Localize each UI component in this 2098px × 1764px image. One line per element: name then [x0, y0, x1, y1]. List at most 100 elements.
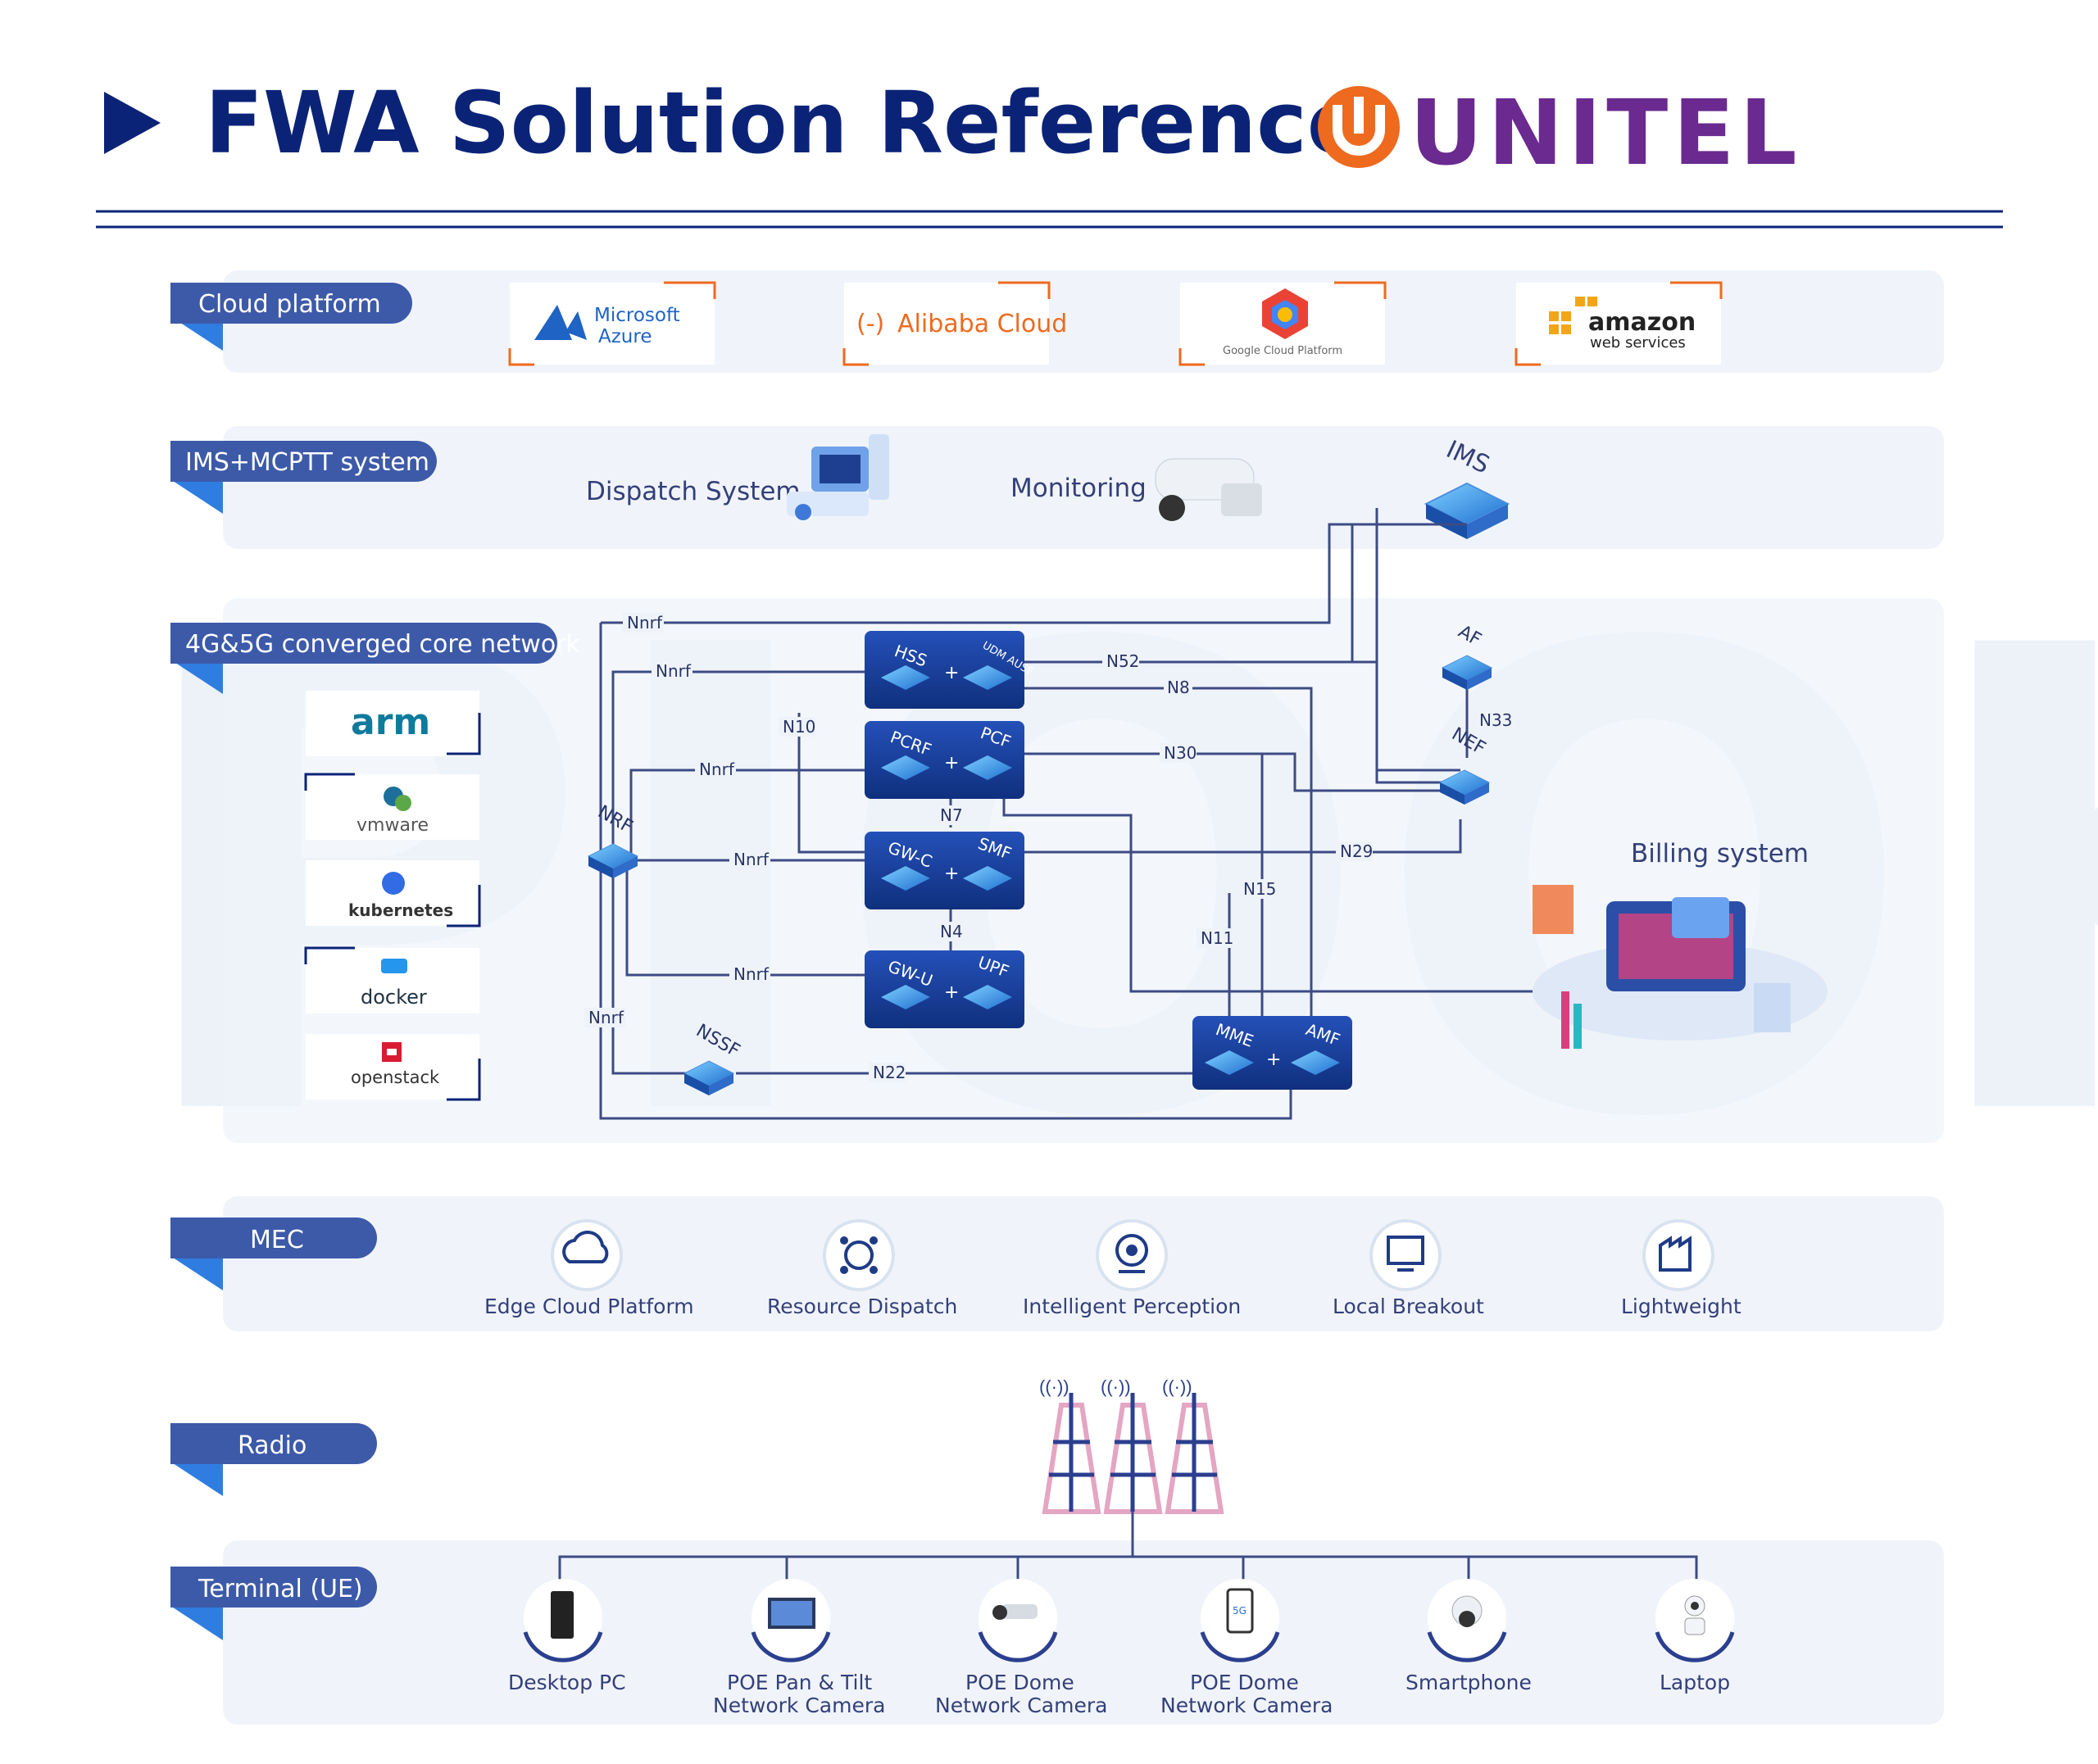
tab-terminal: Terminal (UE) — [170, 1567, 377, 1640]
terminal-smartphone: Smartphone — [1405, 1579, 1532, 1694]
mec-resource-dispatch: Resource Dispatch — [767, 1219, 957, 1318]
terminal-dome-camera-2: 5G POE Dome Network Camera — [1160, 1579, 1333, 1717]
svg-text:Smartphone: Smartphone — [1405, 1671, 1532, 1694]
openstack-logo: openstack — [306, 1034, 481, 1101]
hss-udm-box: HSS UDM AUSF + — [865, 631, 1035, 709]
svg-text:amazon: amazon — [1588, 308, 1696, 337]
nrf-node: NRF — [587, 802, 639, 878]
virtualization-stack: arm vmware kubernetes docker openstack — [304, 691, 481, 1101]
interface-nnrf: Nnrf — [588, 1008, 624, 1027]
svg-text:Laptop: Laptop — [1660, 1671, 1730, 1694]
svg-text:POE Dome: POE Dome — [1190, 1671, 1299, 1694]
svg-text:vmware: vmware — [356, 815, 429, 836]
mec-local-breakout: Local Breakout — [1333, 1219, 1484, 1318]
tab-cloud-platform: Cloud platform — [170, 283, 412, 351]
svg-text:UNITEL: UNITEL — [1410, 80, 1802, 185]
svg-text:Network Camera: Network Camera — [713, 1694, 885, 1717]
cloud-card-azure: Microsoft Azure — [508, 281, 716, 366]
monitoring-label: Monitoring — [1010, 474, 1147, 503]
svg-text:Local Breakout: Local Breakout — [1333, 1295, 1484, 1318]
tab-radio: Radio — [170, 1423, 377, 1496]
terminal-dome-camera-1: POE Dome Network Camera — [935, 1579, 1107, 1717]
mec-edge-cloud-platform: Edge Cloud Platform — [484, 1219, 694, 1318]
svg-text:Cloud platform: Cloud platform — [198, 290, 381, 319]
interface-nnrf: Nnrf — [733, 964, 770, 984]
cloud-card-alibaba: (-) Alibaba Cloud — [842, 281, 1067, 366]
svg-text:Terminal (UE): Terminal (UE) — [198, 1575, 363, 1603]
terminals: Desktop PC POE Pan & Tilt Network Camera… — [508, 1579, 1735, 1717]
svg-text:Desktop PC: Desktop PC — [508, 1671, 626, 1694]
vmware-logo: vmware — [304, 773, 479, 840]
tab-mec: MEC — [170, 1218, 377, 1290]
page-title: FWA Solution Reference: — [205, 73, 1399, 173]
azure-logo — [534, 305, 572, 340]
svg-text:POE Dome: POE Dome — [965, 1671, 1074, 1694]
nssf-node: NSSF — [683, 1021, 743, 1095]
svg-text:+: + — [944, 864, 959, 884]
pcrf-pcf-box: PCRF PCF + — [865, 721, 1024, 799]
svg-text:4G&5G converged core network: 4G&5G converged core network — [185, 630, 581, 659]
interface-nnrf: Nnrf — [733, 850, 770, 869]
tab-ims-mcptt: IMS+MCPTT system — [170, 441, 437, 514]
arm-logo: arm — [306, 691, 481, 756]
svg-text:+: + — [1266, 1050, 1281, 1070]
cell-tower-icon: ((·)) — [1162, 1376, 1224, 1514]
dispatch-system-label: Dispatch System — [586, 477, 801, 506]
svg-text:Network Camera: Network Camera — [935, 1694, 1107, 1717]
aws-logo — [1549, 297, 1597, 334]
interface-n15: N15 — [1243, 879, 1276, 899]
terminal-laptop: Laptop — [1655, 1579, 1735, 1694]
tab-core-network: 4G&5G converged core network — [170, 623, 581, 694]
mec-lightweight: Lightweight — [1621, 1219, 1742, 1318]
terminal-desktop-pc: Desktop PC — [508, 1579, 626, 1694]
interface-nnrf: Nnrf — [656, 661, 692, 681]
interface-nnrf: Nnrf — [627, 613, 663, 633]
ims-panel — [223, 426, 1944, 549]
svg-text:IMS+MCPTT system: IMS+MCPTT system — [185, 448, 429, 477]
svg-text:5G: 5G — [1233, 1605, 1247, 1617]
gwu-upf-box: GW-U UPF + — [865, 950, 1024, 1028]
interface-labels: Nnrf Nnrf Nnrf Nnrf Nnrf Nnrf N10 N52 N8… — [584, 613, 1512, 1082]
billing-system-illustration — [1533, 885, 1828, 1049]
svg-text:MEC: MEC — [250, 1226, 304, 1254]
play-arrow-icon — [104, 92, 161, 154]
cell-tower-icon: ((·)) — [1101, 1376, 1163, 1514]
interface-n30: N30 — [1164, 743, 1197, 763]
cell-tower-icon: ((·)) — [1039, 1376, 1101, 1514]
kubernetes-logo: kubernetes — [306, 860, 481, 927]
cloud-card-gcp: Google Cloud Platform — [1178, 281, 1387, 366]
terminal-pan-tilt-camera: POE Pan & Tilt Network Camera — [713, 1579, 885, 1717]
ims-node — [1424, 482, 1510, 539]
cloud-card-aws: amazon web services — [1514, 281, 1723, 366]
svg-text:docker: docker — [361, 986, 427, 1009]
svg-text:Resource Dispatch: Resource Dispatch — [767, 1295, 957, 1318]
svg-text:Network Camera: Network Camera — [1160, 1694, 1333, 1717]
svg-text:+: + — [944, 663, 959, 683]
gwc-smf-box: GW-C SMF + — [865, 832, 1024, 909]
svg-text:((·)): ((·)) — [1101, 1376, 1131, 1397]
svg-text:Alibaba Cloud: Alibaba Cloud — [897, 310, 1067, 338]
billing-label: Billing system — [1631, 839, 1809, 868]
svg-text:Lightweight: Lightweight — [1621, 1295, 1742, 1318]
svg-text:Microsoft: Microsoft — [594, 305, 680, 326]
terminal-panel — [223, 1540, 1944, 1725]
core-panel — [223, 598, 1944, 1143]
interface-n11: N11 — [1201, 928, 1233, 948]
dispatch-system-icon — [787, 434, 889, 520]
svg-text:Google Cloud Platform: Google Cloud Platform — [1223, 345, 1342, 357]
core-links — [599, 508, 1598, 1120]
interface-n33: N33 — [1479, 710, 1512, 730]
svg-text:((·)): ((·)) — [1039, 1376, 1069, 1397]
interface-n7: N7 — [940, 805, 963, 825]
mec-panel — [223, 1196, 1944, 1331]
interface-n52: N52 — [1106, 651, 1139, 671]
svg-text:arm: arm — [351, 701, 430, 743]
svg-text:+: + — [944, 982, 959, 1003]
unitel-logo: UNITEL — [1318, 80, 1802, 185]
mec-intelligent-perception: Intelligent Perception — [1023, 1219, 1241, 1318]
interface-n4: N4 — [940, 922, 963, 941]
svg-text:+: + — [944, 753, 959, 773]
alibaba-logo: (-) — [856, 310, 884, 338]
mme-amf-box: MME AMF + — [1192, 1016, 1352, 1090]
